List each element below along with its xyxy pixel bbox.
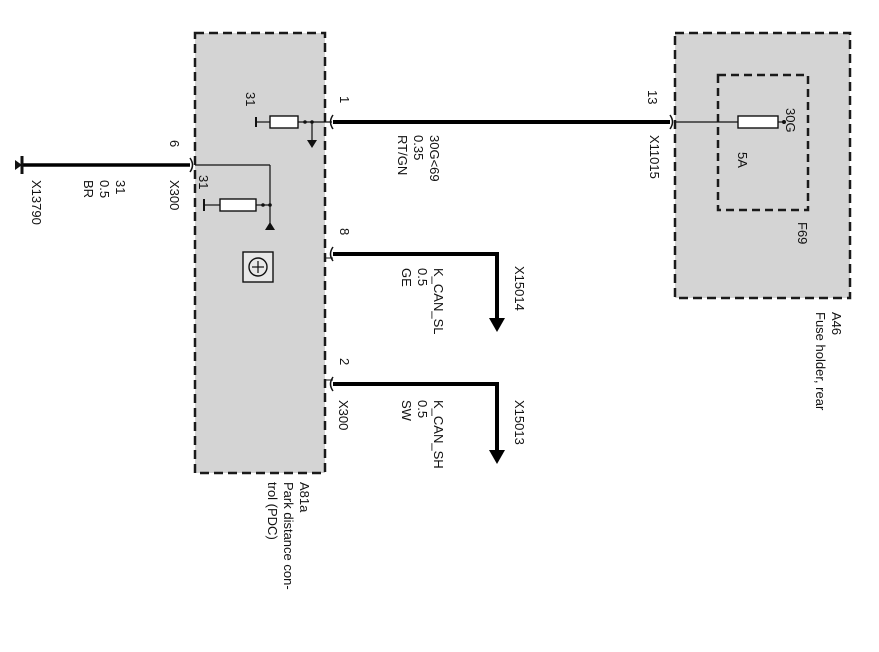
fuse-rating: 5A [735, 152, 750, 168]
pin13-connector-icon [669, 114, 674, 130]
ground-point-icon [15, 156, 24, 174]
power-color: RT/GN [395, 135, 410, 175]
can-low-color: GE [399, 268, 414, 287]
fuse-terminal: 30G [783, 108, 798, 133]
fuse-id: F69 [795, 222, 810, 244]
internal-ground-resistor-1 [255, 115, 332, 148]
pdc-connector-bottom: X300 [336, 400, 351, 430]
internal-ground-resistor-2 [195, 164, 275, 230]
can-low-signal: K_CAN_SL [431, 268, 446, 334]
ground-color: BR [81, 180, 96, 198]
can-high-gauge: 0.5 [415, 400, 430, 418]
can-high-connector: X15013 [512, 400, 527, 445]
pdc-module-id: A81a [297, 482, 312, 513]
pdc-connector-top: X300 [167, 180, 182, 210]
pin6-connector-icon [189, 157, 194, 173]
power-gauge: 0.35 [411, 135, 426, 160]
pin-2-label: 2 [337, 358, 352, 365]
control-unit-icon [242, 251, 274, 283]
pdc-module-name-2: trol (PDC) [265, 482, 280, 540]
fuse-holder-name: Fuse holder, rear [813, 312, 828, 411]
can-high-arrow-icon [489, 382, 505, 464]
can-low-connector: X15014 [512, 266, 527, 311]
pin8-connector-icon [329, 246, 334, 262]
can-low-gauge: 0.5 [415, 268, 430, 286]
pin2-connector-icon [329, 376, 334, 392]
power-signal: 30G<69 [427, 135, 442, 182]
ground-gauge: 0.5 [97, 180, 112, 198]
can-high-signal: K_CAN_SH [431, 400, 446, 469]
pin-13-label: 13 [645, 90, 660, 104]
pdc-module-name-1: Park distance con- [281, 482, 296, 590]
fuse-icon [676, 115, 786, 129]
pin-8-label: 8 [337, 228, 352, 235]
fuse-subbox [716, 73, 810, 212]
pin-6-label: 6 [167, 140, 182, 147]
ground-point-label: X13790 [29, 180, 44, 225]
pdc-ground-pin-1: 31 [243, 92, 258, 106]
ground-signal: 31 [113, 180, 128, 194]
pin-1-label: 1 [337, 96, 352, 103]
fuse-holder-connector: X11015 [647, 135, 662, 179]
fuse-holder-id: A46 [829, 312, 844, 335]
can-low-arrow-icon [489, 252, 505, 332]
can-high-color: SW [399, 400, 414, 422]
pdc-ground-pin-2: 31 [196, 175, 211, 189]
